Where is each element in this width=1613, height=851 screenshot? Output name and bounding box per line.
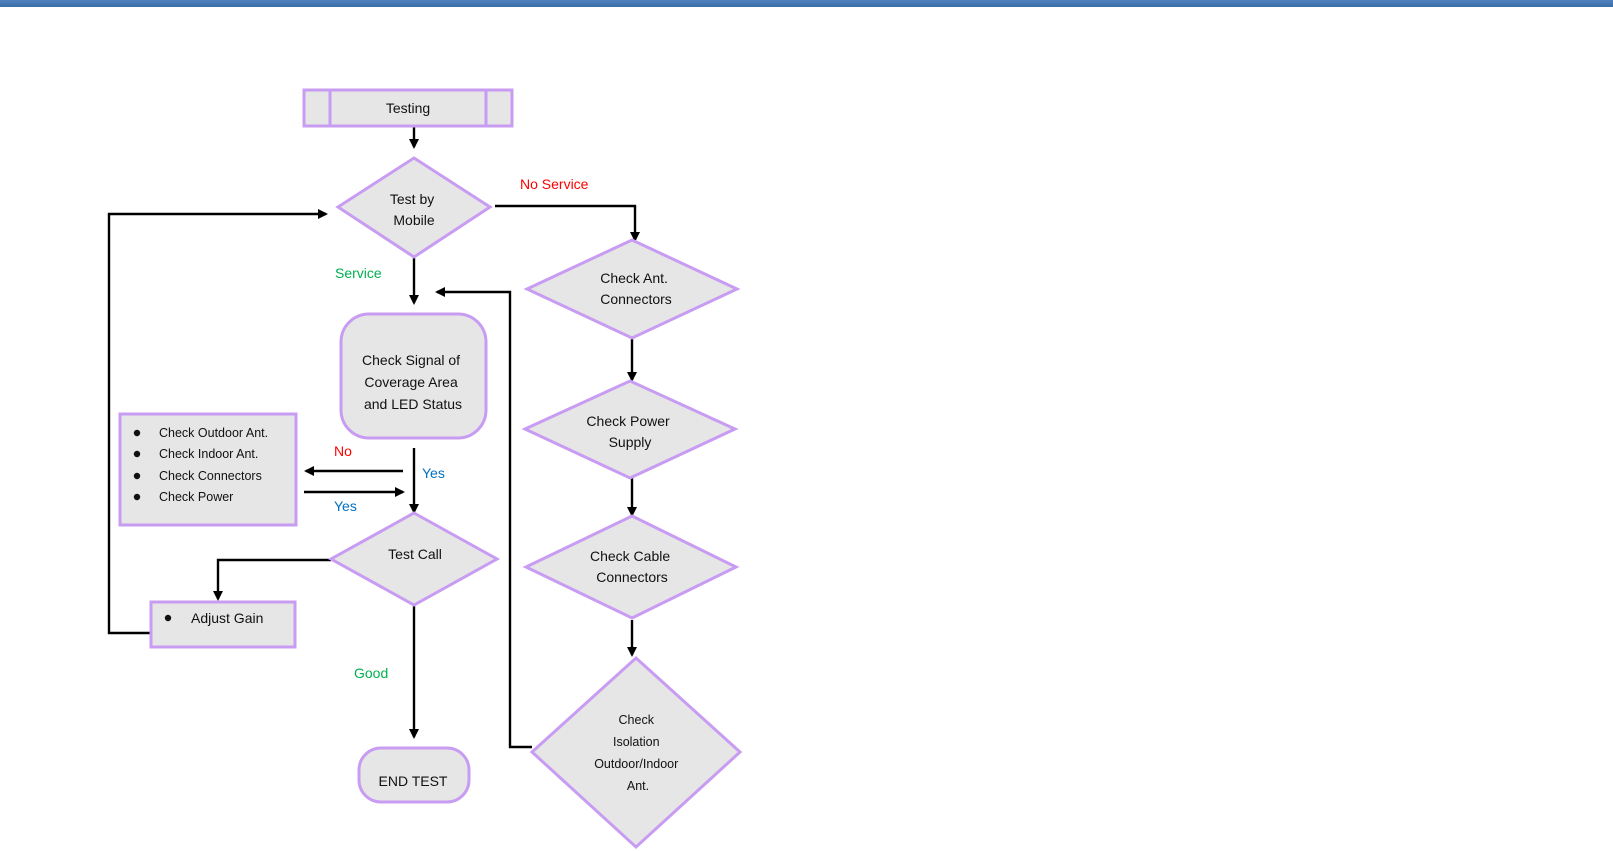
node-check-cable-connectors-line-1: Check Cable [590,548,670,564]
node-check-ant-connectors: Check Ant. Connectors [527,240,737,338]
node-check-isolation-line-1: Check [619,713,655,727]
label-no-service: No Service [520,176,589,192]
node-check-signal-line-3: and LED Status [364,396,462,412]
node-adjust-gain-label: Adjust Gain [191,610,263,626]
node-check-list-item-4: Check Power [159,490,233,504]
edge-testcall-to-gain [218,560,331,599]
node-check-list-item-3: Check Connectors [159,469,262,483]
node-check-isolation-line-4: Ant. [627,779,649,793]
node-test-by-mobile-line-2: Mobile [393,212,434,228]
node-testing: Testing [304,90,512,126]
node-test-by-mobile: Test by Mobile [338,158,490,257]
label-yes-right: Yes [422,465,445,481]
node-check-list-item-2: Check Indoor Ant. [159,447,258,461]
label-no: No [334,443,352,459]
label-good: Good [354,665,388,681]
svg-text:Check Signal of Coverage: Check Signal of Coverage Area and LED St… [362,352,464,412]
node-check-ant-connectors-line-1: Check Ant. [600,270,668,286]
node-adjust-gain: Adjust Gain [151,602,295,647]
node-check-cable-connectors-line-2: Connectors [596,569,668,585]
node-check-signal-line-2: Coverage Area [364,374,458,390]
node-test-call: Test Call [331,513,497,605]
node-check-list-item-1: Check Outdoor Ant. [159,426,268,440]
node-testing-label: Testing [386,100,430,116]
label-service: Service [335,265,382,281]
node-check-signal: Check Signal of Coverage Area and LED St… [341,314,486,438]
node-check-power-supply-line-2: Supply [609,434,652,450]
edge-no-service [495,206,635,240]
node-end-test: END TEST [359,748,469,802]
node-check-ant-connectors-line-2: Connectors [600,291,672,307]
node-test-by-mobile-line-1: Test by [390,191,434,207]
node-check-cable-connectors: Check Cable Connectors [526,516,736,618]
node-check-list: Check Outdoor Ant. Check Indoor Ant. Che… [120,414,296,525]
node-check-power-supply: Check Power Supply [525,381,735,478]
label-yes-left: Yes [334,498,357,514]
node-check-signal-line-1: Check Signal of [362,352,460,368]
node-test-call-label: Test Call [388,546,442,562]
node-check-isolation-line-3: Outdoor/Indoor [594,757,678,771]
node-end-test-label: END TEST [379,773,448,789]
node-check-isolation-line-2: Isolation [613,735,660,749]
node-check-isolation: Check Isolation Outdoor/Indoor Ant. [532,658,740,847]
node-check-power-supply-line-1: Check Power [586,413,670,429]
